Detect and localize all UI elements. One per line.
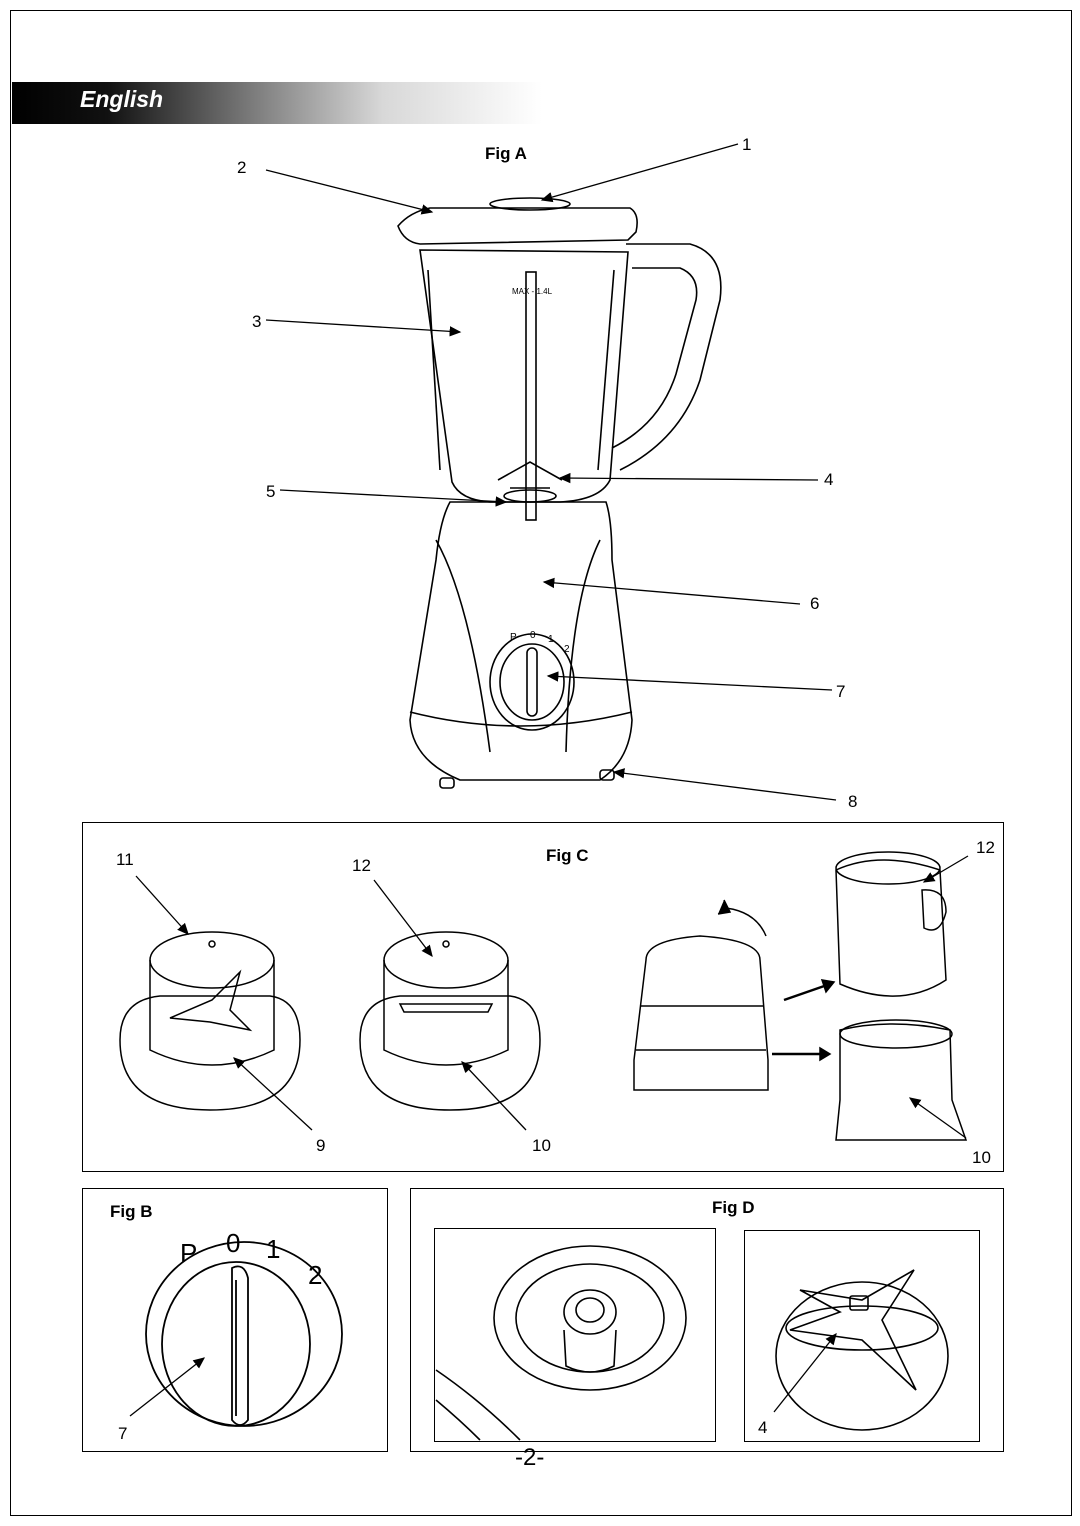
fig-b-dial-drawing <box>145 1241 343 1427</box>
fig-c-title: Fig C <box>546 846 589 865</box>
lid-cap <box>489 197 571 211</box>
fig-b-dial-mark-0: 0 <box>226 1228 240 1258</box>
leader-fig-d-4 <box>773 1332 837 1413</box>
rotation-arrow <box>725 907 767 937</box>
fig-a-callout-2: 2 <box>237 158 247 177</box>
leader-9 <box>233 1057 313 1131</box>
fig-b-panel <box>82 1188 388 1452</box>
fig-b-dial-mark-p: P <box>180 1238 197 1268</box>
leader-11 <box>135 875 189 935</box>
chopper-cover <box>835 859 947 997</box>
leader-10a <box>461 1061 527 1131</box>
fig-d-callout-4: 4 <box>758 1418 768 1437</box>
chopper-blade-1 <box>169 969 253 1032</box>
dial-pointer <box>231 1265 249 1426</box>
page-frame <box>10 10 1072 1516</box>
fig-a-callout-6: 6 <box>810 594 820 613</box>
fig-c-callout-11: 11 <box>116 850 134 869</box>
fig-a-callout-5: 5 <box>266 482 276 501</box>
fig-b-callout-7: 7 <box>118 1424 128 1443</box>
dial-mark-1: 1 <box>548 634 554 645</box>
jug-base-socket <box>493 1245 687 1391</box>
fig-a-callout-1: 1 <box>742 135 752 154</box>
fig-b-dial-mark-1: 1 <box>266 1234 280 1264</box>
fig-a-leader-lines <box>265 143 837 801</box>
language-banner <box>12 82 542 124</box>
lid <box>397 207 638 245</box>
fig-a-callout-8: 8 <box>848 792 858 811</box>
leader-12a <box>373 879 433 958</box>
chopper-bowl-separated <box>835 1023 968 1141</box>
speed-dial <box>489 633 575 731</box>
fig-c-callout-12b: 12 <box>976 838 995 857</box>
fig-c-callout-10a: 10 <box>532 1136 551 1155</box>
chopper-blade-2 <box>398 1003 494 1013</box>
leader-7 <box>546 671 833 691</box>
fig-a-callout-3: 3 <box>252 312 262 331</box>
blade-assembly <box>497 461 563 489</box>
fig-c-callout-9: 9 <box>316 1136 326 1155</box>
leader-12b <box>922 855 969 883</box>
fig-c-leader-lines <box>135 855 969 1139</box>
fig-c-callout-10b: 10 <box>972 1148 991 1167</box>
fig-c-drawings <box>119 851 968 1141</box>
leader-3 <box>265 319 462 337</box>
fig-d-subpanel-left <box>434 1228 716 1442</box>
chopper-assembled <box>633 935 769 1091</box>
fig-c-callout-12a: 12 <box>352 856 371 875</box>
fig-a-callout-4: 4 <box>824 470 834 489</box>
leader-8 <box>612 768 837 801</box>
dial-mark-0: 0 <box>530 630 536 641</box>
fig-c-panel <box>82 822 1004 1172</box>
fig-d-panel <box>410 1188 1004 1452</box>
chopper-bowl-2 <box>359 995 541 1111</box>
leader-1 <box>540 143 739 203</box>
fig-a-title: Fig A <box>485 144 527 163</box>
leader-2 <box>265 169 434 215</box>
motor-base <box>409 501 633 781</box>
dial-mark-p: P <box>510 632 517 643</box>
language-label: English <box>80 86 164 112</box>
page-number: -2- <box>515 1444 545 1471</box>
cover-release-button <box>921 889 947 931</box>
dial-mark-2: 2 <box>564 644 570 655</box>
leader-6 <box>542 577 801 605</box>
leader-4 <box>558 472 819 484</box>
leader-10b <box>908 1097 967 1139</box>
fig-d-drawings <box>435 1245 949 1441</box>
blade-unit-base <box>775 1281 949 1431</box>
blender-drawing <box>397 197 722 789</box>
fig-b-title: Fig B <box>110 1202 153 1221</box>
jug-handle <box>619 243 722 471</box>
leader-5 <box>279 489 508 507</box>
capacity-mark: MAX - 1.4L <box>512 287 553 296</box>
fig-d-title: Fig D <box>712 1198 755 1217</box>
fig-d-subpanel-right <box>744 1230 980 1442</box>
fig-b-dial-mark-2: 2 <box>308 1260 322 1290</box>
leader-fig-b-7 <box>129 1357 206 1417</box>
blade-unit-blades <box>789 1269 917 1391</box>
fig-a-callout-7: 7 <box>836 682 846 701</box>
